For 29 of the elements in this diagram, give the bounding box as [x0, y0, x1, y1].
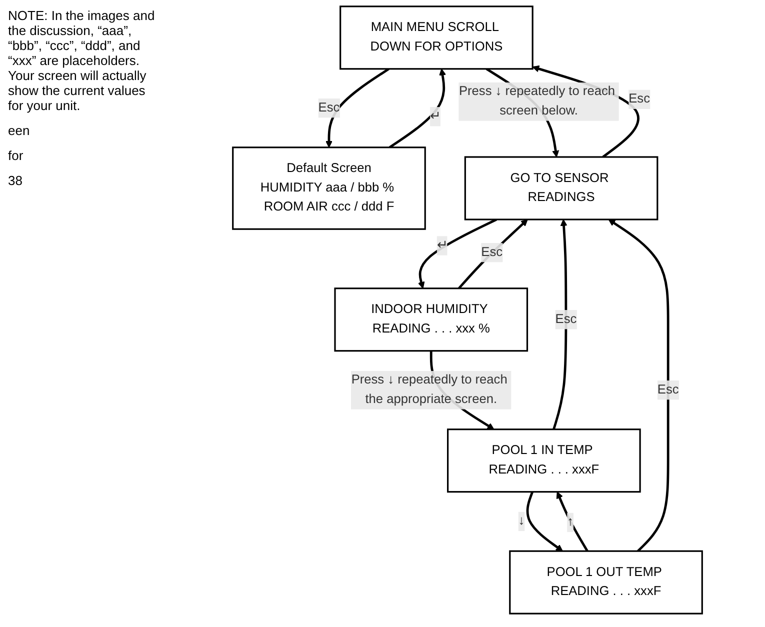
arrow	[458, 219, 528, 290]
node-box: POOL 1 OUT TEMP READING . . . xxxF	[509, 550, 703, 614]
edge-label: Esc	[657, 382, 679, 397]
text-fragment: een	[8, 123, 31, 138]
edge-label: Esc	[555, 312, 577, 326]
arrow	[325, 68, 390, 148]
node-box: GO TO SENSOR READINGS	[464, 156, 658, 220]
arrow	[552, 219, 568, 430]
edge-label: Esc	[318, 100, 340, 115]
edge-label: Press ↓ repeatedly to reach the appropriate screen.	[351, 373, 508, 406]
node-box: MAIN MENU SCROLL DOWN FOR OPTIONS	[340, 6, 534, 70]
arrow	[526, 491, 563, 552]
edge-label: Esc	[481, 245, 503, 259]
text-fragment: for	[8, 148, 24, 163]
node-box: Default Screen HUMIDITY aaa / bbb % ROOM AIR ccc / ddd F	[232, 146, 426, 230]
edge-label: ↵	[430, 109, 440, 124]
node-box: POOL 1 IN TEMP READING . . . xxxF	[447, 428, 641, 493]
text-fragment: 38	[8, 173, 24, 188]
edge-label: Press ↓ repeatedly to reach screen below.	[458, 84, 615, 118]
edge-label: ↑	[567, 515, 574, 529]
arrow	[388, 68, 446, 148]
edge-label: ↵	[436, 238, 448, 252]
node-box: INDOOR HUMIDITY READING . . . xxx %	[334, 288, 528, 352]
edge-label: ↓	[518, 514, 525, 528]
arrow	[608, 219, 670, 552]
arrow	[418, 218, 498, 289]
arrow	[556, 492, 588, 552]
edge-label: Esc	[628, 92, 650, 106]
note-text: NOTE: In the images and the discussion, “aaa”, “bbb”, “ccc”, “ddd”, and “xxx” are placeholders. Your screen will actually show the current values for your unit.	[8, 8, 156, 113]
